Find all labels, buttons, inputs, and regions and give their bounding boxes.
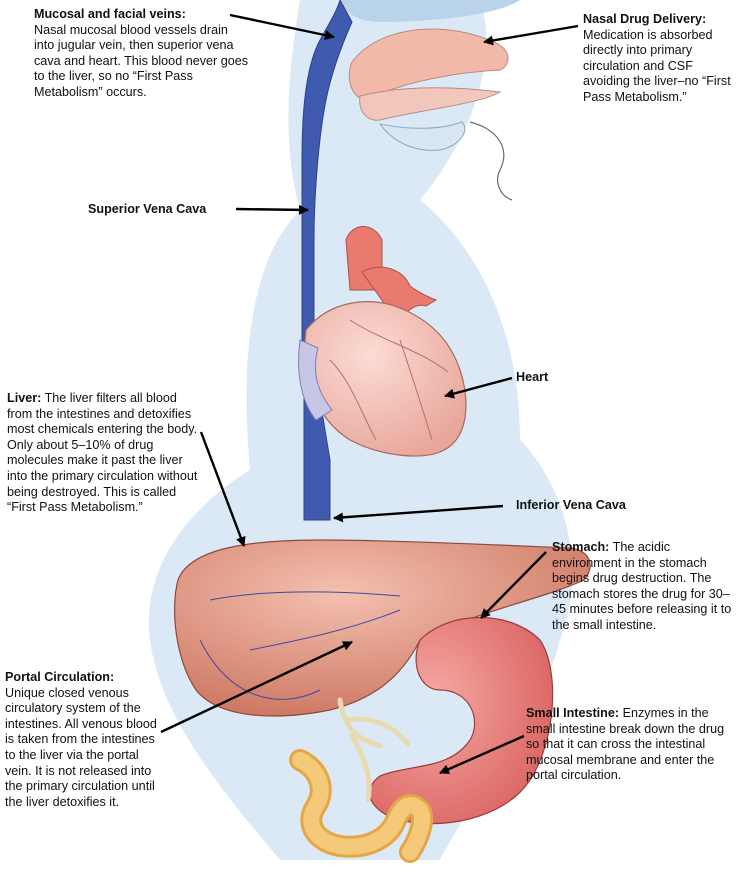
label-ivc-title: Inferior Vena Cava bbox=[516, 498, 626, 512]
label-intestine-title: Small Intestine: bbox=[526, 706, 619, 720]
label-liver-title: Liver: bbox=[7, 391, 41, 405]
label-stomach: Stomach: The acidic environment in the s… bbox=[552, 540, 738, 634]
arrow-svc bbox=[236, 209, 308, 210]
label-svc-title: Superior Vena Cava bbox=[88, 202, 206, 216]
label-nasal-delivery: Nasal Drug Delivery: Medication is absor… bbox=[583, 12, 735, 106]
label-heart: Heart bbox=[516, 370, 548, 386]
label-mucosal-veins: Mucosal and facial veins: Nasal mucosal … bbox=[34, 7, 264, 101]
label-nasal-body: Medication is absorbed directly into pri… bbox=[583, 28, 731, 104]
arrow-nasal bbox=[484, 26, 578, 42]
label-inferior-vena-cava: Inferior Vena Cava bbox=[516, 498, 626, 514]
label-small-intestine: Small Intestine: Enzymes in the small in… bbox=[526, 706, 736, 784]
label-mucosal-title: Mucosal and facial veins: bbox=[34, 7, 186, 21]
label-liver-body: The liver filters all blood from the int… bbox=[7, 391, 197, 514]
label-mucosal-body: Nasal mucosal blood vessels drain into j… bbox=[34, 23, 249, 101]
label-heart-title: Heart bbox=[516, 370, 548, 384]
label-portal-circulation: Portal Circulation: Unique closed venous… bbox=[5, 670, 163, 810]
label-portal-body: Unique closed venous circulatory system … bbox=[5, 686, 157, 809]
label-nasal-title: Nasal Drug Delivery: bbox=[583, 12, 706, 26]
label-portal-title: Portal Circulation: bbox=[5, 670, 114, 684]
label-superior-vena-cava: Superior Vena Cava bbox=[88, 202, 206, 218]
label-liver: Liver: The liver filters all blood from … bbox=[7, 391, 199, 516]
label-stomach-title: Stomach: bbox=[552, 540, 609, 554]
